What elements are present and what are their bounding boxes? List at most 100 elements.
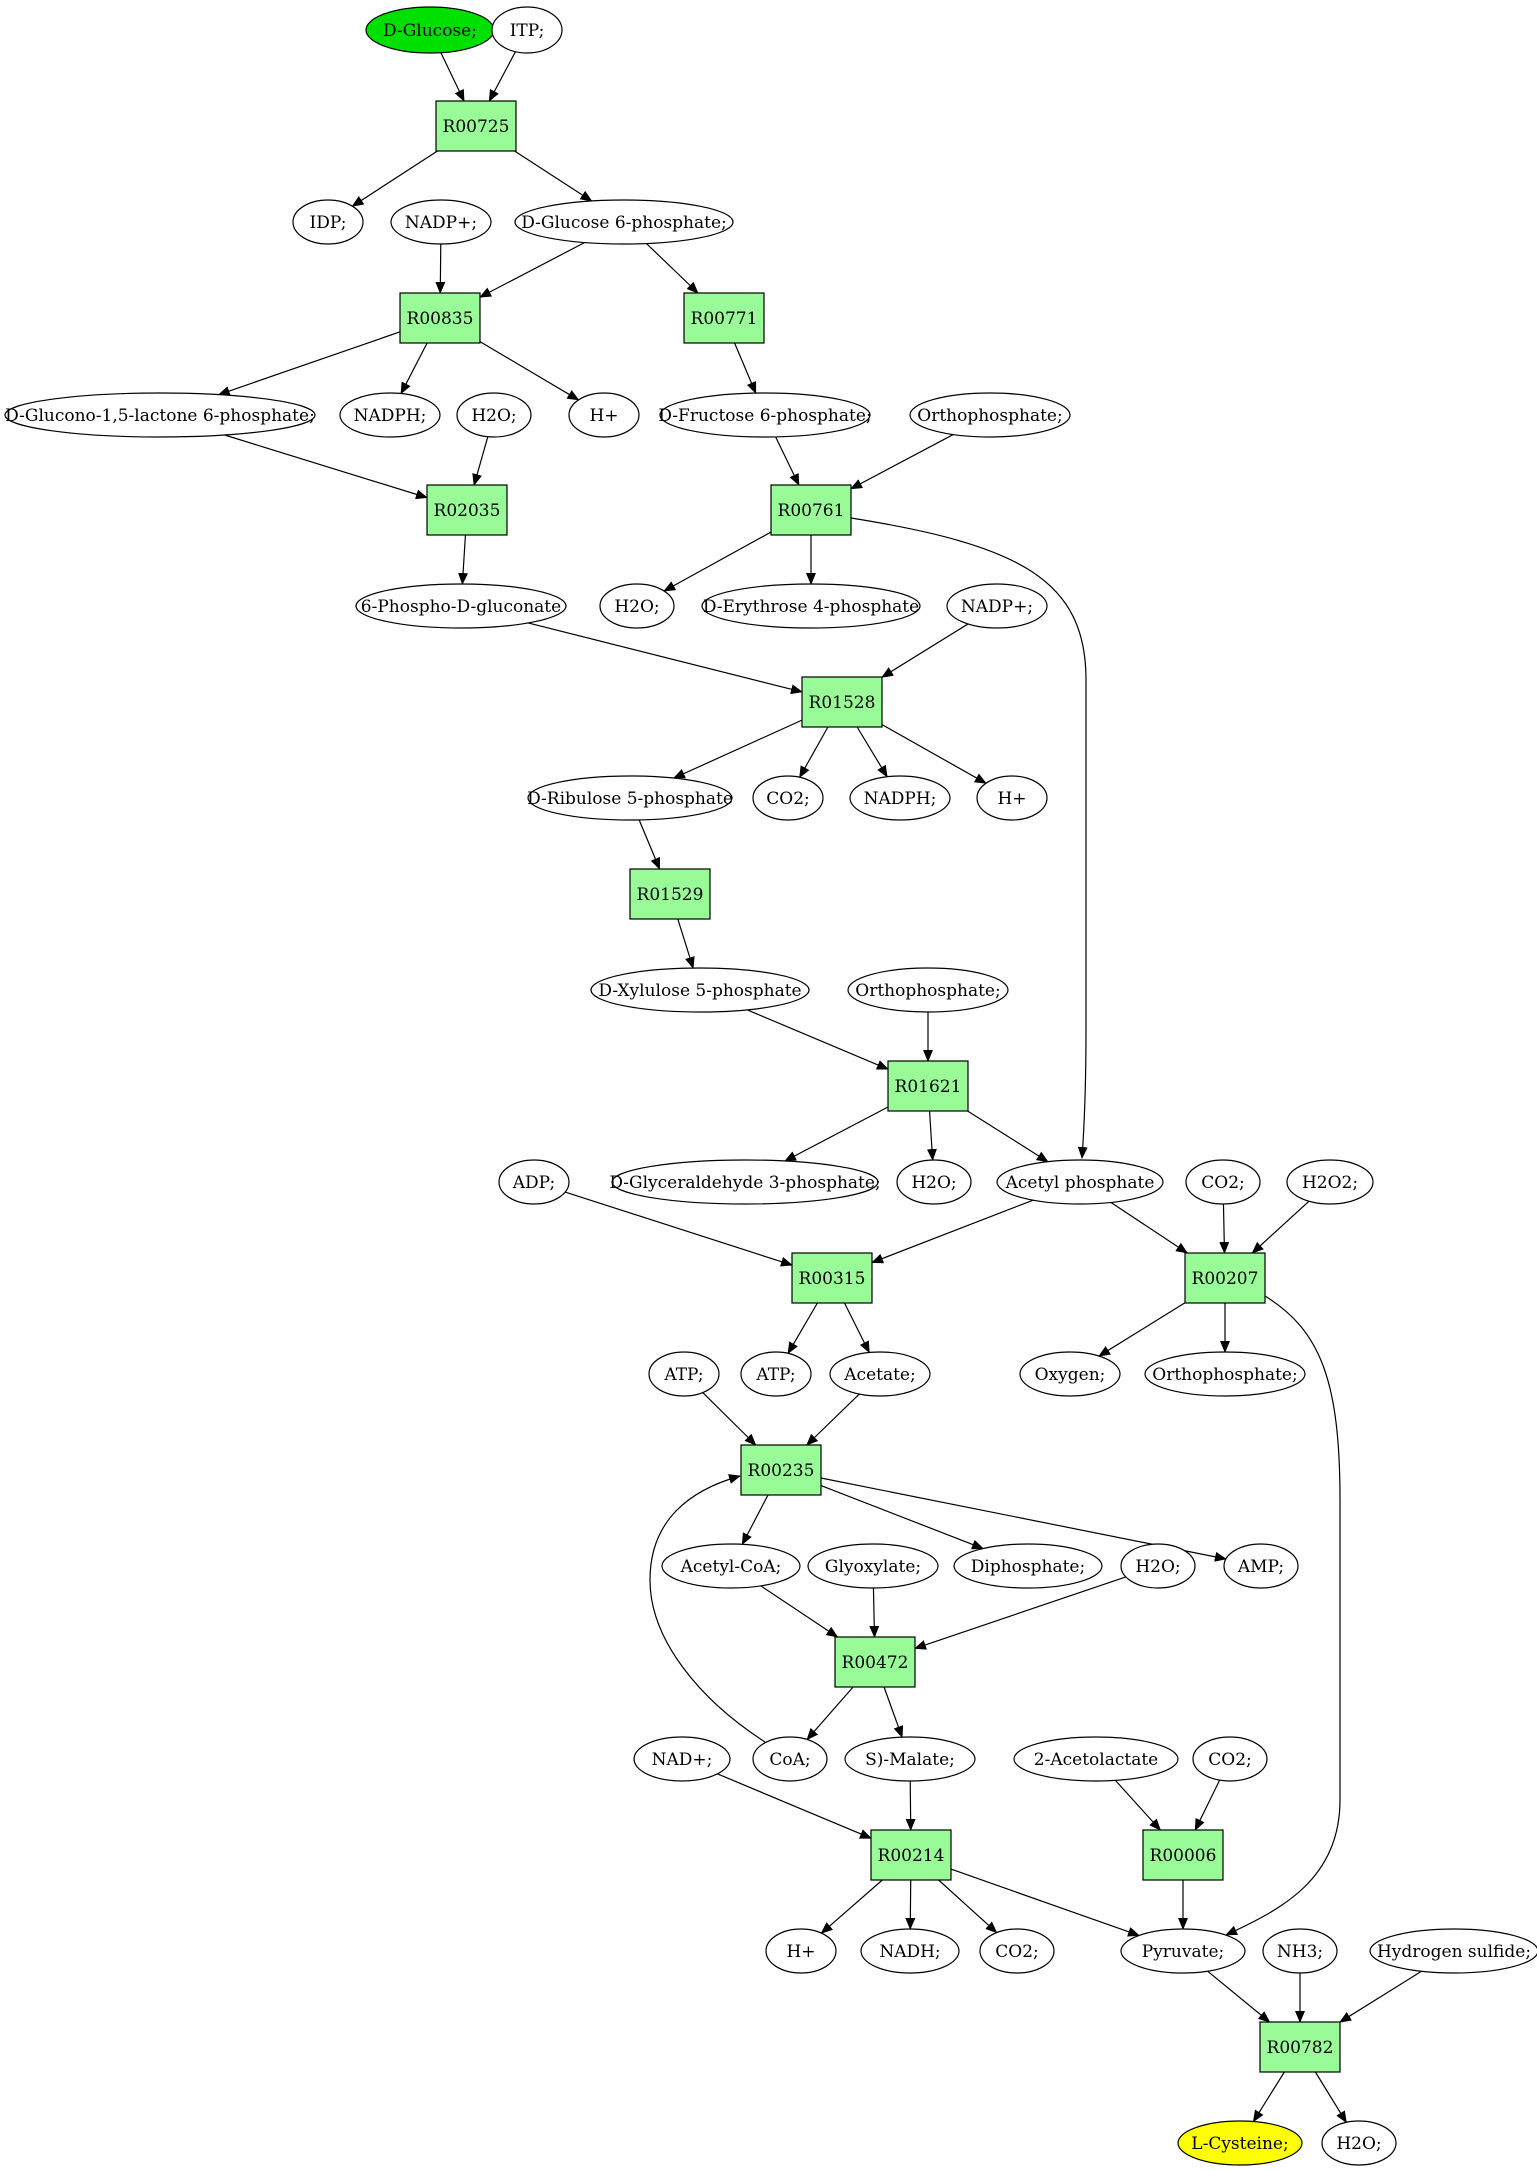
edge-nadp2-to-r01528: [881, 623, 969, 678]
node-label: ATP;: [755, 1365, 795, 1385]
edge-r00761-to-h2o2: [663, 531, 772, 592]
edge-r00315-to-atp2: [787, 1302, 818, 1355]
edge-itp-to-r00725: [488, 51, 516, 102]
node-label: D-Xylulose 5-phosphate: [598, 981, 801, 1001]
edge-g6p-to-r00771: [646, 243, 699, 294]
edge-r00315-to-ace: [843, 1302, 870, 1354]
node-label: L-Cysteine;: [1191, 2134, 1288, 2154]
metabolite-node-co2: CO2;: [1192, 1736, 1268, 1782]
edge-gl6p-to-r02035: [224, 434, 428, 500]
metabolite-node-h2o: H2O;: [456, 392, 532, 438]
node-label: R01621: [895, 1077, 962, 1097]
metabolite-ellipse: [752, 775, 824, 821]
edge-r00214-to-nadh: [905, 1879, 916, 1930]
metabolite-node-d-glucose-6-phosphate: D-Glucose 6-phosphate;: [514, 199, 734, 245]
reaction-node-r00472: R00472: [834, 1636, 916, 1688]
edge-r00835-to-h1: [479, 341, 580, 401]
node-label: ITP;: [510, 21, 545, 41]
metabolite-ellipse: [979, 1928, 1055, 1974]
edge-r00725-to-idp: [351, 150, 438, 207]
edge-r00771-to-f6p: [734, 342, 757, 395]
edge-r00835-to-gl6p: [217, 331, 401, 396]
node-label: R00006: [1150, 1846, 1217, 1866]
metabolite-ellipse: [996, 1159, 1164, 1205]
metabolite-node-orthophosphate: Orthophosphate;: [909, 392, 1071, 438]
metabolite-node-acetate: Acetate;: [829, 1351, 931, 1397]
node-label: R00472: [842, 1653, 909, 1673]
nodes-layer: D-Glucose;ITP;R00725IDP;NADP+;D-Glucose …: [4, 6, 1537, 2166]
metabolite-node-nadp: NADP+;: [390, 199, 492, 245]
metabolite-node-atp: ATP;: [740, 1351, 812, 1397]
reaction-box: [801, 676, 883, 728]
metabolite-node-orthophosphate: Orthophosphate;: [847, 967, 1009, 1013]
node-label: Pyruvate;: [1142, 1942, 1224, 1962]
edge-r00235-to-accoa: [741, 1494, 769, 1546]
metabolite-node-d-ribulose-5-phosphate: D-Ribulose 5-phosphate: [527, 775, 733, 821]
metabolite-ellipse: [829, 1351, 931, 1397]
edge-r00207-to-oxy: [1098, 1302, 1186, 1357]
metabolite-ellipse: [1192, 1736, 1268, 1782]
metabolite-ellipse: [339, 392, 441, 438]
metabolite-node-h2o: H2O;: [599, 583, 675, 629]
metabolite-node-acetyl-coa: Acetyl-CoA;: [661, 1543, 801, 1589]
node-label: D-Glucose;: [383, 21, 477, 41]
metabolite-node-nadp: NADP+;: [946, 583, 1048, 629]
edge-r01621-to-gap: [784, 1106, 889, 1162]
edge-r00214-to-co2d: [938, 1879, 998, 1934]
metabolite-ellipse: [648, 1351, 720, 1397]
metabolite-node-d-glucono-1-5-lactone-6-phosphate: D-Glucono-1,5-lactone 6-phosphate;: [4, 392, 316, 438]
metabolite-ellipse: [701, 583, 921, 629]
reaction-node-r00771: R00771: [683, 292, 765, 344]
metabolite-ellipse: [953, 1543, 1103, 1589]
metabolite-ellipse: [860, 1928, 960, 1974]
edge-ace-to-r00235: [806, 1393, 860, 1446]
edge-r02035-to-pgl: [458, 534, 469, 586]
node-label: H+: [786, 1942, 815, 1962]
metabolite-ellipse: [590, 967, 810, 1013]
metabolite-ellipse: [390, 199, 492, 245]
reaction-node-r01529: R01529: [629, 868, 711, 920]
edge-h2s-to-r00782: [1339, 1970, 1422, 2023]
edge-r00782-to-cys: [1252, 2071, 1285, 2123]
edge-nadp1-to-r00835: [435, 243, 446, 294]
metabolite-ellipse: [456, 392, 532, 438]
metabolite-ellipse: [1177, 2120, 1303, 2166]
metabolite-ellipse: [1369, 1928, 1537, 1974]
metabolite-node-h2o2: H2O2;: [1286, 1159, 1374, 1205]
metabolite-ellipse: [1120, 1543, 1196, 1589]
reaction-box: [399, 292, 481, 344]
edge-acl-to-r00006: [1114, 1779, 1162, 1831]
metabolite-node-orthophosphate: Orthophosphate;: [1144, 1351, 1306, 1397]
node-label: R00771: [691, 309, 758, 329]
edge-r01621-to-acp: [967, 1110, 1049, 1163]
metabolite-node-d-glyceraldehyde-3-phosphate: D-Glyceraldehyde 3-phosphate;: [609, 1159, 881, 1205]
edge-pi1-to-r00761: [850, 434, 954, 490]
edge-acp-to-r00315: [871, 1199, 1034, 1264]
edge-h2o2b-to-r00207: [1251, 1200, 1310, 1254]
reaction-box: [887, 1060, 969, 1112]
edge-accoa-to-r00472: [760, 1585, 839, 1638]
metabolite-node-nad: NAD+;: [633, 1736, 731, 1782]
edge-r01528-to-nadph2: [856, 726, 888, 778]
edge-adp-to-r00315: [564, 1191, 793, 1267]
metabolite-ellipse: [599, 583, 675, 629]
metabolite-ellipse: [1013, 1736, 1179, 1782]
edge-r01528-to-h2: [881, 724, 987, 784]
metabolite-node-6-phospho-d-gluconate: 6-Phospho-D-gluconate: [355, 583, 567, 629]
node-label: D-Glyceraldehyde 3-phosphate;: [609, 1173, 880, 1193]
edge-r00472-to-coa: [806, 1686, 854, 1741]
metabolite-ellipse: [946, 583, 1048, 629]
node-label: H2O;: [471, 406, 516, 426]
edge-coa-to-r00235: [649, 1474, 766, 1743]
edge-ru5p-to-r01529: [638, 819, 661, 870]
node-label: NH3;: [1277, 1942, 1323, 1962]
node-label: R01529: [637, 885, 704, 905]
node-label: R00761: [778, 501, 845, 521]
node-label: H2O;: [911, 1173, 956, 1193]
metabolite-ellipse: [514, 199, 734, 245]
node-label: D-Erythrose 4-phosphate: [703, 597, 919, 617]
node-label: R01528: [809, 693, 876, 713]
node-label: ADP;: [512, 1173, 555, 1193]
metabolite-node-adp: ADP;: [498, 1159, 570, 1205]
reaction-node-r00725: R00725: [435, 100, 517, 152]
